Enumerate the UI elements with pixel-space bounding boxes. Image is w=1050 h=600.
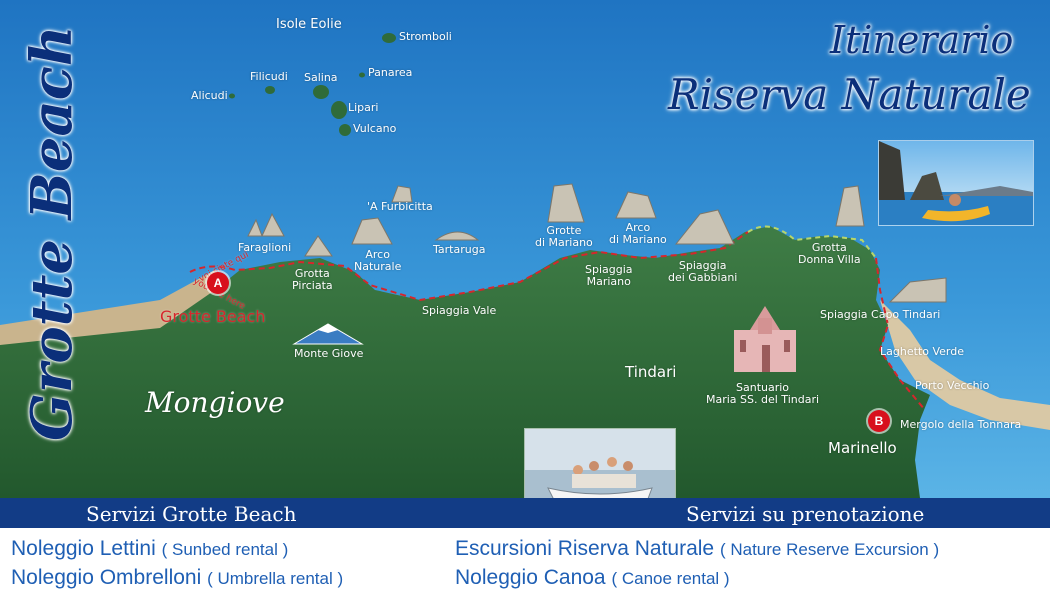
- kayak-photo-art: [879, 141, 1033, 225]
- service-name: Noleggio Lettini: [11, 537, 156, 560]
- mongiove-label: Mongiove: [145, 386, 285, 419]
- kayak-photo: [878, 140, 1034, 226]
- spiaggia-mariano-label: Spiaggia Mariano: [585, 263, 633, 289]
- grotta-donna-villa-label: Grotta Donna Villa: [798, 241, 861, 267]
- spiaggia-vale-label: Spiaggia Vale: [422, 304, 497, 317]
- mergolo-tonnara-label: Mergolo della Tonnara: [900, 418, 1022, 431]
- laghetto-verde-label: Laghetto Verde: [880, 345, 964, 358]
- service-translation: ( Umbrella rental ): [207, 569, 344, 588]
- grotte-beach-location-label: Grotte Beach: [160, 307, 266, 326]
- filicudi-label: Filicudi: [250, 70, 288, 83]
- service-translation: ( Canoe rental ): [611, 569, 730, 588]
- stromboli-label: Stromboli: [399, 30, 452, 43]
- sand-west: [0, 270, 230, 350]
- main-title-line2: Riserva Naturale: [668, 70, 1031, 119]
- vulcano-label: Vulcano: [353, 122, 397, 135]
- grotte-di-mariano-label: Grotte di Mariano: [535, 224, 593, 250]
- service-item: Noleggio Canoa ( Canoe rental ): [455, 566, 730, 590]
- side-title: Grotte Beach: [19, 25, 85, 441]
- sand-east: [880, 300, 1050, 430]
- route-line-east: [875, 257, 926, 411]
- service-translation: ( Sunbed rental ): [161, 540, 289, 559]
- tindari-label: Tindari: [625, 363, 677, 381]
- services-left-heading: Servizi Grotte Beach: [86, 502, 297, 526]
- santuario-label: Santuario Maria SS. del Tindari: [706, 381, 820, 407]
- spiaggia-capo-tindari-label: Spiaggia Capo Tindari: [820, 308, 941, 321]
- marker-b[interactable]: B: [868, 410, 890, 432]
- salina-label: Salina: [304, 71, 338, 84]
- grotta-pirciata-label: Grotta Pirciata: [292, 267, 333, 293]
- arco-naturale-label: Arco Naturale: [354, 248, 402, 274]
- service-item: Escursioni Riserva Naturale ( Nature Res…: [455, 537, 939, 561]
- marinello-label: Marinello: [828, 439, 897, 457]
- service-name: Noleggio Canoa: [455, 566, 606, 589]
- panarea-label: Panarea: [368, 66, 413, 79]
- tartaruga-label: Tartaruga: [433, 243, 486, 256]
- marker-a[interactable]: A: [207, 272, 229, 294]
- a-furbicitta-label: 'A Furbicitta: [367, 200, 433, 213]
- faraglioni-label: Faraglioni: [238, 241, 292, 254]
- porto-vecchio-label: Porto Vecchio: [915, 379, 990, 392]
- santuario-illustration: [734, 306, 796, 372]
- main-title-line1: Itinerario: [830, 18, 1014, 62]
- isole-eolie-label: Isole Eolie: [276, 17, 342, 32]
- service-name: Noleggio Ombrelloni: [11, 566, 202, 589]
- service-name: Escursioni Riserva Naturale: [455, 537, 715, 560]
- spiaggia-gabbiani-label: Spiaggia dei Gabbiani: [668, 259, 738, 285]
- monte-giove-label: Monte Giove: [294, 347, 364, 360]
- arco-di-mariano-label: Arco di Mariano: [609, 221, 667, 247]
- lipari-label: Lipari: [348, 101, 379, 114]
- service-item: Noleggio Lettini ( Sunbed rental ): [11, 537, 288, 561]
- alicudi-label: Alicudi: [191, 89, 228, 102]
- land-mass: [0, 226, 930, 498]
- services-right-heading: Servizi su prenotazione: [686, 502, 925, 526]
- route-line-green: [747, 225, 877, 259]
- route-line: [189, 231, 749, 302]
- service-translation: ( Nature Reserve Excursion ): [719, 540, 940, 559]
- services-band: [0, 498, 1050, 528]
- service-item: Noleggio Ombrelloni ( Umbrella rental ): [11, 566, 343, 590]
